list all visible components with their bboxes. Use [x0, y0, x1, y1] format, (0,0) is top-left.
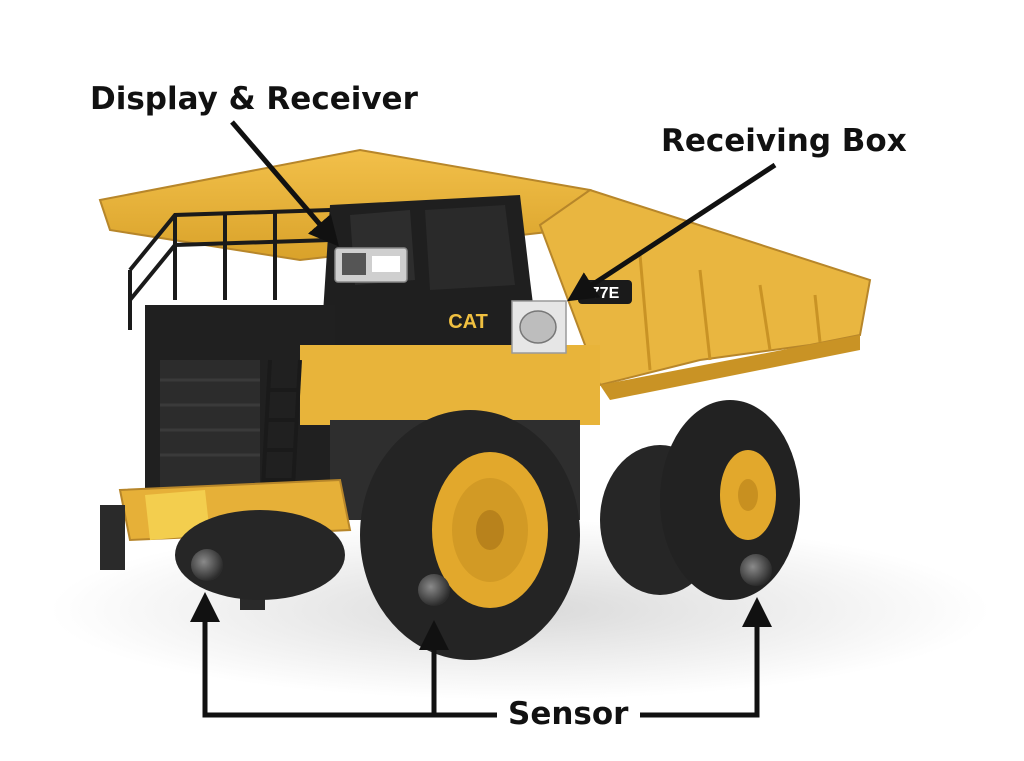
- svg-text:77E: 77E: [591, 285, 620, 302]
- brand-badge: CAT: [448, 311, 488, 333]
- sensor-rear: [740, 554, 772, 586]
- sensor-front-left: [191, 549, 223, 581]
- arrow-icon: [566, 162, 777, 302]
- sensor-icon: [191, 549, 223, 581]
- sensor-label: Sensor: [508, 696, 629, 732]
- front-left-tire: [175, 510, 345, 600]
- sensor-front-right: [418, 574, 450, 606]
- front-right-tire: [360, 410, 580, 660]
- display-receiver-label: Display & Receiver: [90, 81, 418, 117]
- sensor-icon: [740, 554, 772, 586]
- sensor-icon: [418, 574, 450, 606]
- svg-text:CAT: CAT: [448, 311, 488, 333]
- rear-tires: [600, 400, 800, 600]
- sensor-bracket: [190, 592, 772, 718]
- model-badge: 77E: [578, 280, 632, 304]
- display-icon: [334, 247, 408, 283]
- ladder: [260, 359, 302, 506]
- receiving-box-icon: [511, 300, 567, 354]
- deck-railing: [128, 208, 331, 330]
- arrow-icon: [230, 120, 339, 247]
- receiving-box-label: Receiving Box: [661, 123, 907, 159]
